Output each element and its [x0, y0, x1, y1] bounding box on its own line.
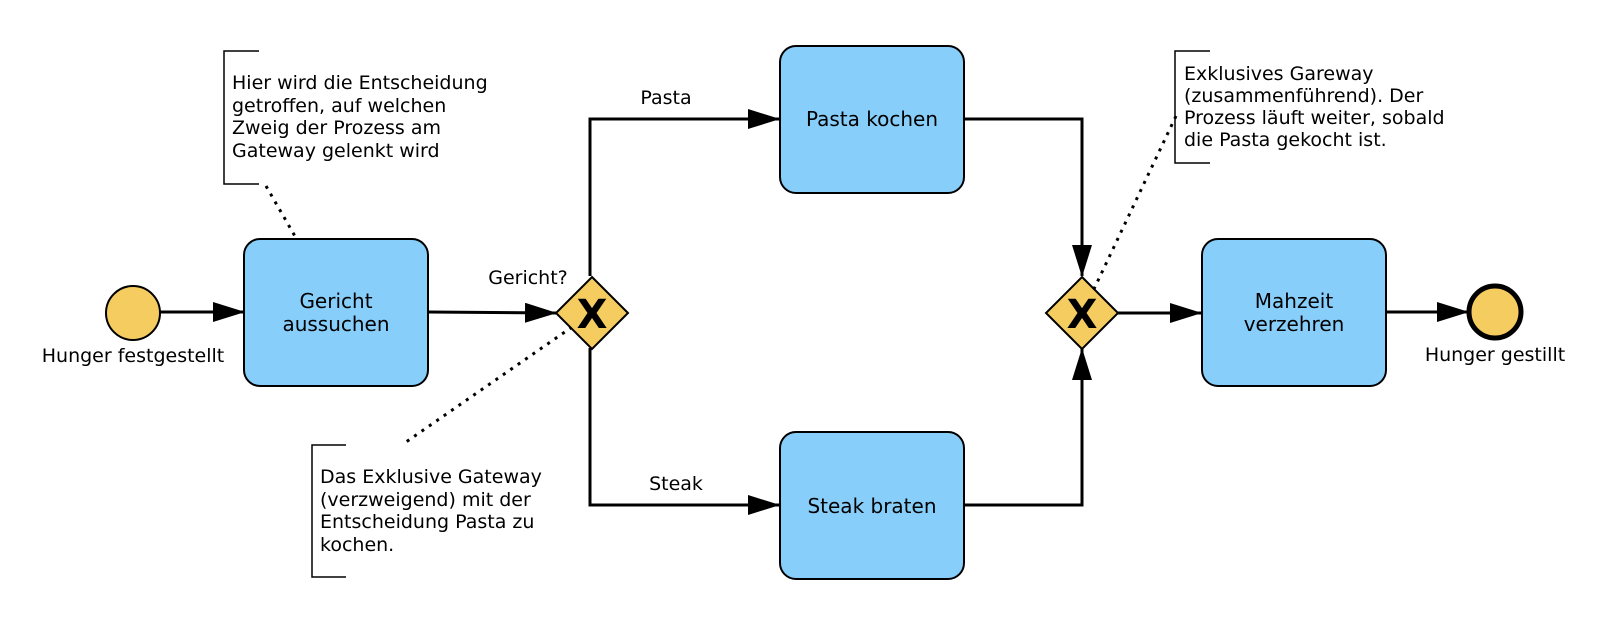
flow-split-to-steak	[588, 348, 780, 515]
merge-gateway-marker: X	[1067, 292, 1098, 338]
task-fry-steak[interactable]: Steak braten	[779, 431, 965, 580]
annotation-decision-line-1: Hier wird die Entscheidung	[232, 72, 488, 94]
merge-gateway-diamond	[1044, 275, 1120, 351]
flow-pasta-to-merge	[964, 117, 1092, 277]
annotation-split-gateway: Das Exklusive Gateway (verzweigend) mit …	[311, 444, 542, 578]
annotation-split-gateway-bracket	[311, 444, 346, 578]
annotation-merge-gateway: Exklusives Gareway (zusammenführend). De…	[1174, 50, 1445, 164]
annotation-merge-gateway-line-3: Prozess läuft weiter, sobald	[1184, 107, 1445, 129]
task-cook-pasta[interactable]: Pasta kochen	[779, 45, 965, 194]
annotation-decision-bracket	[223, 50, 259, 185]
start-event-circle	[105, 285, 161, 341]
flow-steak-to-merge	[964, 348, 1092, 507]
split-gateway[interactable]: X Gericht?	[488, 267, 630, 351]
annotation-decision: Hier wird die Entscheidung getroffen, au…	[223, 50, 488, 185]
task-choose-dish-line-1: Gericht	[299, 289, 372, 313]
annotation-split-gateway-line-4: kochen.	[320, 534, 394, 556]
annotation-split-gateway-line-1: Das Exklusive Gateway	[320, 466, 542, 488]
annotation-split-gateway-line-3: Entscheidung Pasta zu	[320, 511, 534, 533]
merge-gateway[interactable]: X	[1044, 275, 1120, 351]
association-merge-gateway	[1092, 115, 1178, 290]
task-cook-pasta-label: Pasta kochen	[806, 107, 938, 131]
associations	[264, 115, 1178, 444]
task-eat-meal-line-1: Mahzeit	[1255, 289, 1334, 313]
split-gateway-label: Gericht?	[488, 267, 568, 289]
task-choose-dish-line-2: aussuchen	[282, 312, 389, 336]
task-eat-meal-line-2: verzehren	[1244, 312, 1345, 336]
flow-label-steak: Steak	[649, 473, 703, 495]
end-event[interactable]: Hunger gestillt	[1425, 283, 1565, 366]
end-event-label: Hunger gestillt	[1425, 344, 1565, 366]
annotation-merge-gateway-line-1: Exklusives Gareway	[1184, 63, 1374, 85]
annotation-split-gateway-line-2: (verzweigend) mit der	[320, 489, 531, 511]
flow-split-to-pasta	[588, 109, 780, 276]
association-split-gateway	[405, 325, 573, 444]
flow-choose-to-split	[427, 302, 557, 323]
annotation-decision-line-4: Gateway gelenkt wird	[232, 140, 440, 162]
annotation-merge-gateway-bracket	[1174, 50, 1210, 164]
sequence-flows	[158, 109, 1469, 515]
start-event-label: Hunger festgestellt	[42, 345, 225, 367]
start-event[interactable]: Hunger festgestellt	[42, 285, 225, 367]
task-eat-meal[interactable]: Mahzeit verzehren	[1201, 238, 1387, 387]
end-event-circle	[1466, 283, 1524, 341]
flow-label-pasta: Pasta	[640, 87, 691, 109]
annotation-decision-line-2: getroffen, auf welchen	[232, 95, 446, 117]
annotation-merge-gateway-line-4: die Pasta gekocht ist.	[1184, 129, 1387, 151]
split-gateway-diamond	[554, 275, 630, 351]
split-gateway-marker: X	[577, 292, 608, 338]
task-fry-steak-label: Steak braten	[807, 494, 936, 518]
association-decision	[264, 185, 298, 239]
annotation-decision-line-3: Zweig der Prozess am	[232, 117, 441, 139]
annotation-merge-gateway-line-2: (zusammenführend). Der	[1184, 85, 1423, 107]
task-choose-dish[interactable]: Gericht aussuchen	[243, 238, 429, 387]
